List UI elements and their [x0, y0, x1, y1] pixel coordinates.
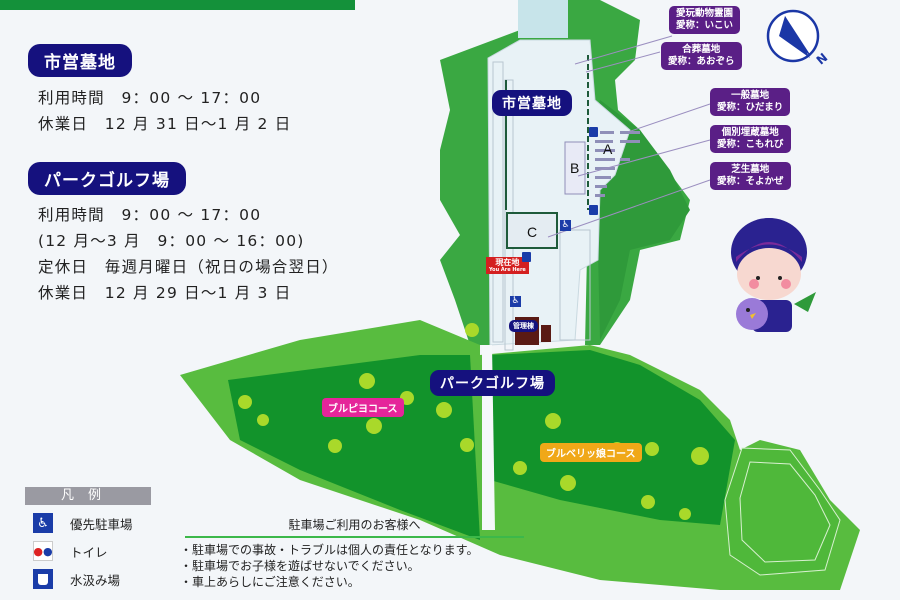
notice-title: 駐車場ご利用のお客様へ [185, 516, 524, 538]
legend-title: 凡例 [25, 487, 151, 505]
park-golf-closed: 休業日 12 月 29 日～1 月 3 日 [38, 284, 292, 302]
park-golf-title: パークゴルフ場 [28, 162, 186, 195]
section-b-area [564, 141, 586, 195]
legend-item-accessible-parking: ♿ 優先駐車場 [33, 513, 151, 533]
restroom-icon: ●● [33, 541, 53, 561]
legend: 凡例 ♿ 優先駐車場 ●● トイレ 水汲み場 [25, 487, 151, 589]
park-golf-winter-hours: (12 月～3 月 9：00 ～ 16：00) [38, 232, 305, 250]
course-blupiyo-label: ブルピヨコース [322, 398, 404, 417]
mascot-character [724, 212, 824, 342]
accessible-parking-icon: ♿ [33, 513, 53, 533]
section-c-label: C [527, 224, 538, 240]
map-cemetery-label: 市営墓地 [492, 90, 572, 116]
section-c-area [506, 212, 558, 249]
water-bucket-icon [589, 127, 598, 137]
accessible-parking-icon: ♿ [560, 220, 571, 231]
parking-notice: 駐車場ご利用のお客様へ ・駐車場での事故・トラブルは個人の責任となります。 ・駐… [180, 516, 526, 590]
park-golf-regular-holiday: 定休日 毎週月曜日（祝日の場合翌日） [38, 258, 339, 276]
callout-communal-cemetery: 合葬墓地愛称：あおぞら [661, 42, 742, 70]
legend-item-water: 水汲み場 [33, 569, 151, 589]
cemetery-title: 市営墓地 [28, 44, 132, 77]
section-a-label: A [603, 141, 613, 157]
callout-lawn-cemetery: 芝生墓地愛称：そよかぜ [710, 162, 791, 190]
cemetery-hours: 利用時間 9：00 ～ 17：00 [38, 89, 262, 107]
callout-general-cemetery: 一般墓地愛称：ひだまり [710, 88, 791, 116]
water-bucket-icon [589, 205, 598, 215]
section-b-label: B [570, 160, 580, 176]
map-park-golf-label: パークゴルフ場 [430, 370, 555, 396]
management-building-label: 管理棟 [509, 320, 538, 332]
water-bucket-icon [522, 252, 531, 262]
notice-line: ・駐車場でお子様を遊ばせないでください。 [180, 559, 420, 573]
park-golf-hours: 利用時間 9：00 ～ 17：00 [38, 206, 262, 224]
accessible-parking-icon: ♿ [510, 296, 521, 307]
course-west-area [228, 355, 480, 540]
cemetery-closed: 休業日 12 月 31 日～1 月 2 日 [38, 115, 292, 133]
course-blueberikko-label: ブルベリッ娘コース [540, 443, 642, 462]
notice-line: ・車上あらしにご注意ください。 [180, 575, 360, 589]
pond-area [518, 0, 568, 38]
compass-icon: N [765, 8, 830, 72]
notice-line: ・駐車場での事故・トラブルは個人の責任となります。 [180, 543, 479, 557]
callout-individual-cemetery: 個別埋蔵墓地愛称：こもれび [710, 125, 791, 153]
water-bucket-icon [33, 569, 53, 589]
legend-item-restroom: ●● トイレ [33, 541, 151, 561]
header-band [0, 0, 355, 10]
callout-pet-cemetery: 愛玩動物霊園愛称：いこい [669, 6, 741, 34]
